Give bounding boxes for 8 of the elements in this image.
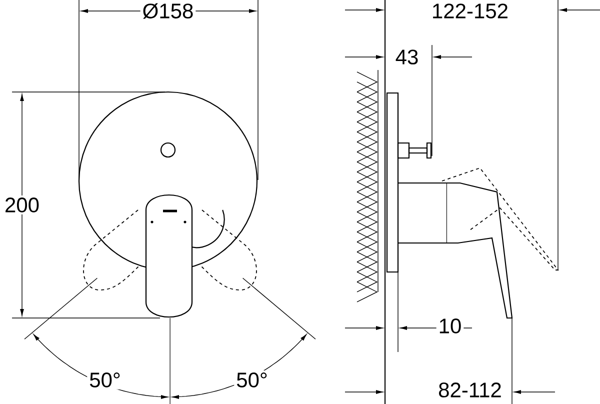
dimension-label: 82-112	[436, 380, 504, 400]
dimension-label: 200	[2, 196, 42, 214]
dimension-label: 50°	[87, 370, 123, 390]
dimension-label: 10	[436, 316, 464, 336]
dimension-label: Ø158	[140, 1, 196, 21]
dimension-label: 43	[393, 48, 421, 66]
dimension-label: 122-152	[429, 2, 511, 20]
dimension-label: 50°	[234, 370, 270, 390]
